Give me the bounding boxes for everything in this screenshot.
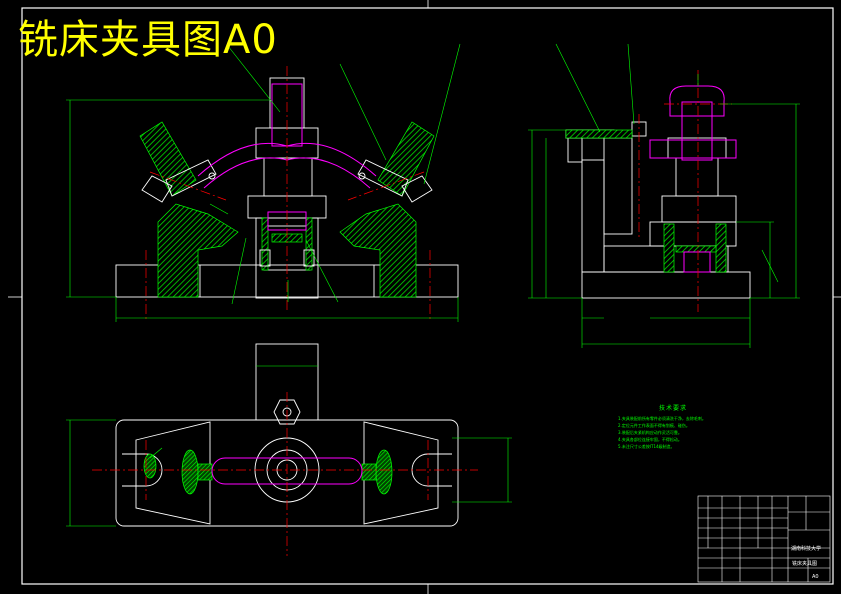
title-block	[697, 495, 831, 583]
top-dimensions	[66, 365, 512, 527]
side-dimensions	[528, 43, 800, 348]
technical-note-item: 5.未注尺寸公差按IT14级制造。	[618, 444, 675, 449]
front-view	[66, 43, 461, 322]
front-screws	[141, 159, 433, 267]
side-hatched-parts	[565, 129, 727, 273]
sheet-border	[8, 0, 841, 594]
technical-notes: 技术要求 1.夹具装配前所有零件必须清洗干净，去除毛刺。 2.定位元件工作表面不…	[618, 405, 728, 450]
top-centerlines	[92, 392, 478, 556]
technical-note-item: 2.定位元件工作表面不得有划痕、碰伤。	[618, 423, 690, 428]
technical-notes-list: 1.夹具装配前所有零件必须清洗干净，去除毛刺。 2.定位元件工作表面不得有划痕、…	[618, 415, 728, 450]
front-dimensions	[66, 43, 461, 322]
title-block-drawing-name: 铣床夹具图	[792, 561, 818, 567]
side-workpiece	[649, 85, 737, 273]
technical-note-item: 1.夹具装配前所有零件必须清洗干净，去除毛刺。	[618, 416, 706, 421]
top-knurled-nuts	[143, 449, 393, 495]
front-hatched-parts	[139, 121, 435, 298]
top-view	[66, 343, 512, 556]
technical-note-item: 4.夹具各部位连接牢固，不得松动。	[618, 437, 682, 442]
drawing-title: 铣床夹具图A0	[18, 17, 278, 63]
front-centerlines	[145, 66, 431, 322]
technical-note-item: 3.装配后夹紧机构应动作灵活可靠。	[618, 430, 682, 435]
title-block-drawing-number: A0	[812, 574, 819, 580]
title-block-university: 湖南科技大学	[791, 546, 822, 552]
technical-notes-heading: 技术要求	[658, 405, 687, 412]
side-view	[528, 43, 800, 348]
